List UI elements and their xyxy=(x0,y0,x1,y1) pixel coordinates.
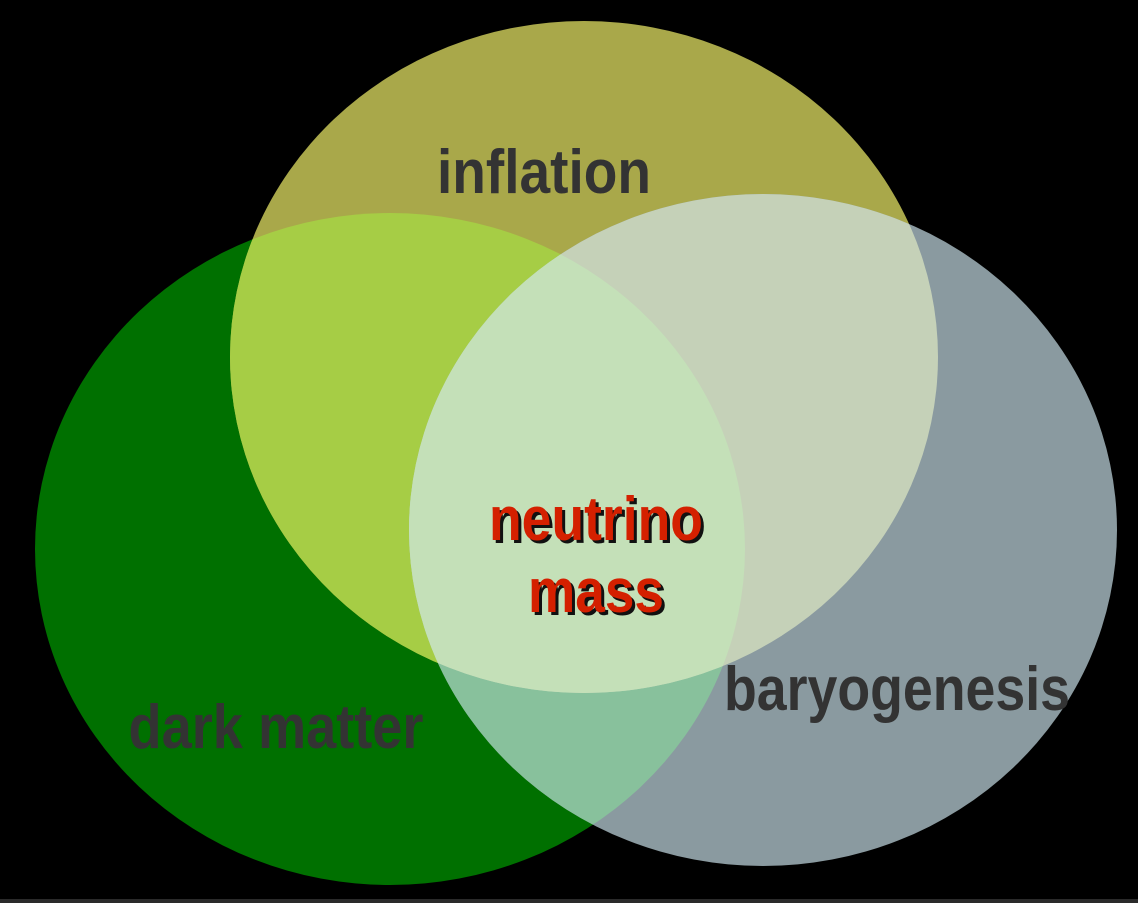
overlap-all-three xyxy=(409,213,745,693)
baryogenesis-label: baryogenesis xyxy=(724,655,1070,724)
bottom-divider xyxy=(0,899,1138,903)
dark-matter-label: dark matter xyxy=(129,693,424,762)
center-label-line1-shadow: neutrino xyxy=(492,488,706,557)
center-label-line2-shadow: mass xyxy=(531,560,667,629)
center-label-line2: mass xyxy=(528,557,664,626)
center-label-line1: neutrino xyxy=(489,485,703,554)
inflation-label: inflation xyxy=(437,138,651,207)
